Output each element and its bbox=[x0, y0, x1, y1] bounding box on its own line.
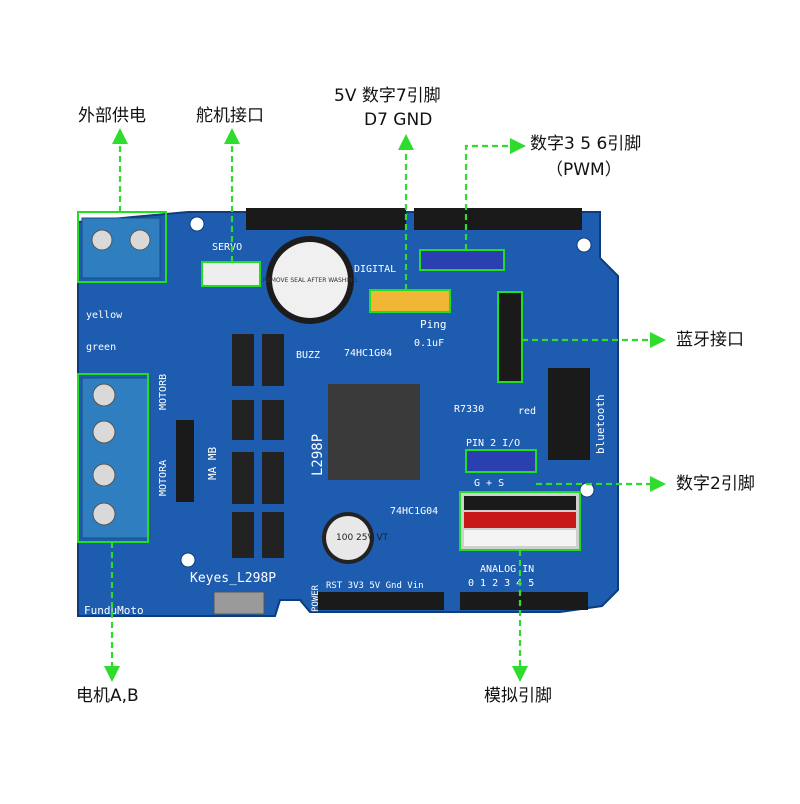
label-analog-pins: 模拟引脚 bbox=[484, 686, 552, 706]
terminal-screw bbox=[129, 229, 151, 251]
digital-header-left bbox=[246, 208, 406, 230]
silk-cap: 0.1uF bbox=[414, 338, 444, 349]
terminal-screw bbox=[92, 502, 116, 526]
silk-yellow: yellow bbox=[86, 310, 123, 321]
terminal-screw bbox=[92, 383, 116, 407]
ping-header bbox=[369, 289, 451, 313]
silk-ma-mb: MA MB bbox=[206, 447, 219, 480]
terminal-screw bbox=[91, 229, 113, 251]
arrowhead-down bbox=[104, 666, 120, 682]
power-terminal-block bbox=[81, 217, 161, 279]
arrowhead-right bbox=[510, 138, 526, 154]
diode bbox=[232, 334, 254, 386]
diode bbox=[262, 334, 284, 386]
terminal-screw bbox=[92, 420, 116, 444]
arrowhead-up bbox=[112, 128, 128, 144]
silk-buzzer-seal: REMOVE SEAL AFTER WASHING bbox=[263, 277, 358, 284]
terminal-screw bbox=[92, 463, 116, 487]
mount-hole bbox=[189, 216, 205, 232]
bluetooth-socket bbox=[548, 368, 590, 460]
digital-header-right bbox=[414, 208, 582, 230]
power-header bbox=[318, 592, 444, 610]
diode bbox=[232, 400, 254, 440]
silk-chip: L298P bbox=[310, 434, 326, 476]
arrowhead-right bbox=[650, 332, 666, 348]
label-external-power: 外部供电 bbox=[78, 106, 146, 126]
analog-row-white bbox=[464, 530, 576, 546]
terminal-highlight-box bbox=[77, 211, 167, 283]
arrowhead-up bbox=[224, 128, 240, 144]
silk-digital: DIGITAL bbox=[354, 264, 396, 275]
diode bbox=[262, 452, 284, 504]
arrowhead-right bbox=[650, 476, 666, 492]
silk-name: Keyes_L298P bbox=[190, 571, 276, 586]
capacitor-top bbox=[326, 516, 370, 560]
arrow-heads bbox=[104, 128, 666, 682]
silk-brand: FunduMoto bbox=[84, 604, 144, 617]
silk-buzz: BUZZ bbox=[296, 350, 320, 361]
label-bluetooth-port: 蓝牙接口 bbox=[676, 330, 744, 350]
ma-mb-header bbox=[176, 420, 194, 502]
analog-header bbox=[460, 592, 588, 610]
label-digital7-line1: 5V 数字7引脚 bbox=[334, 86, 441, 106]
silk-cap100: 100 25V VT bbox=[336, 533, 389, 543]
silk-motor-b: MOTORB bbox=[158, 374, 169, 410]
reset-button bbox=[213, 591, 265, 615]
silk-ping: Ping bbox=[420, 318, 447, 331]
diode bbox=[232, 512, 254, 558]
mount-hole bbox=[180, 552, 196, 568]
silk-ic1: 74HC1G04 bbox=[344, 348, 392, 359]
silk-motor-a: MOTORA bbox=[158, 460, 169, 496]
l298p-chip bbox=[328, 384, 420, 480]
diode bbox=[262, 512, 284, 558]
silk-analog-pins: 0 1 2 3 4 5 bbox=[468, 578, 534, 589]
silk-green: green bbox=[86, 342, 116, 353]
arrowhead-up bbox=[398, 134, 414, 150]
silk-power-pins: RST 3V3 5V Gnd Vin bbox=[326, 581, 424, 591]
callout-arrows bbox=[110, 142, 652, 668]
label-digital356-line2: （PWM） bbox=[546, 160, 622, 180]
motor-terminal-block bbox=[81, 377, 151, 539]
label-digital356-line1: 数字3 5 6引脚 bbox=[530, 134, 642, 154]
analog-row-black bbox=[464, 496, 576, 510]
silk-analog: ANALOG IN bbox=[480, 564, 534, 575]
label-digital2: 数字2引脚 bbox=[676, 474, 755, 494]
bt-header bbox=[497, 291, 523, 383]
pin2-header bbox=[465, 449, 537, 473]
diode bbox=[232, 452, 254, 504]
silk-r330: R7330 bbox=[454, 404, 484, 415]
buzzer-seal bbox=[272, 242, 348, 318]
silk-bluetooth: bluetooth bbox=[594, 394, 607, 454]
silk-ic2: 74HC1G04 bbox=[390, 506, 438, 517]
silk-servo: SERVO bbox=[212, 242, 242, 253]
servo-header bbox=[201, 261, 261, 287]
mount-hole bbox=[576, 237, 592, 253]
label-servo-port: 舵机接口 bbox=[196, 106, 264, 126]
arrowhead-down bbox=[512, 666, 528, 682]
silk-pin2: PIN 2 I/O bbox=[466, 438, 520, 449]
silk-red: red bbox=[518, 406, 536, 417]
silk-pin2-pins: G + S bbox=[474, 478, 504, 489]
label-motor-ab: 电机A,B bbox=[76, 686, 139, 706]
arrow-pwm bbox=[464, 144, 512, 250]
label-digital7-line2: D7 GND bbox=[364, 110, 433, 130]
pwm-header bbox=[419, 249, 505, 271]
analog-row-red bbox=[464, 512, 576, 528]
diode bbox=[262, 400, 284, 440]
silk-power: POWER bbox=[311, 584, 321, 612]
